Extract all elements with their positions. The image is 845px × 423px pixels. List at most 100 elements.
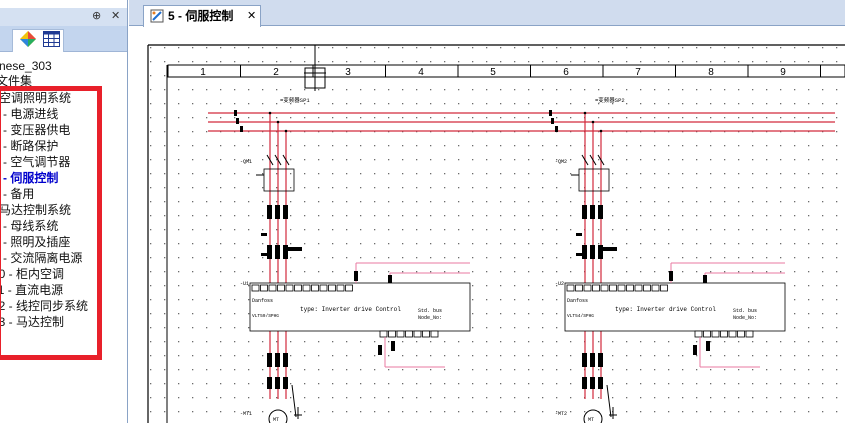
pin-icon[interactable]: ⊕ (92, 9, 102, 22)
vfd-terminal-bottom (728, 330, 737, 338)
vfd-model: VLT59/SPHG (252, 313, 279, 319)
vfd-terminal-bottom (430, 330, 439, 338)
schematic-page-icon (150, 9, 164, 23)
output-choke (598, 377, 603, 389)
gem-icon[interactable] (19, 30, 37, 48)
ruler-number: 7 (635, 67, 641, 78)
junction-dot (276, 120, 280, 124)
tree-item-page[interactable]: 11 - 直流电源 (0, 283, 64, 297)
tree-item-page[interactable]: 10 - 柜内空调 (0, 267, 65, 281)
ruler-dividers (240, 65, 821, 77)
output-choke (267, 353, 272, 367)
tab-servo-control[interactable]: 5 - 伺服控制 ✕ (143, 5, 261, 27)
bus-switch-mark (234, 110, 237, 116)
motor-tag: -MT2 (555, 411, 567, 417)
tree-item-project[interactable]: nese_303 (0, 59, 52, 73)
breaker-contact (282, 154, 290, 166)
ruler-number: 6 (563, 67, 569, 78)
crosshair-cursor (304, 45, 326, 91)
vfd-brand: Danfoss (252, 298, 273, 304)
tab-close-icon[interactable]: ✕ (247, 10, 257, 22)
tree-item-fileset[interactable]: 文件集 (0, 74, 33, 88)
document-tab-strip: 5 - 伺服控制 ✕ (129, 0, 845, 27)
tree-item-page[interactable]: 13 - 马达控制 (0, 315, 65, 329)
grid-icon[interactable] (43, 31, 60, 47)
aux-mark (288, 247, 302, 251)
highlight-box (0, 86, 102, 360)
tree-item-page[interactable]: 12 - 线控同步系统 (0, 299, 89, 313)
tree-item-page[interactable]: 7 - 母线系统 (0, 219, 59, 233)
junction-dot (591, 120, 595, 124)
ruler-number: 2 (273, 67, 279, 78)
circuit-tag: =变频器SP1 (280, 96, 310, 104)
tree-item-page-selected[interactable]: 5 - 伺服控制 (0, 171, 59, 185)
tree-item-page[interactable]: 6 - 备用 (0, 187, 35, 201)
ruler-number: 4 (418, 67, 424, 78)
project-panel: ⊕ ✕ nese_303 文件集 空调照明系统 1 - 电源进线 2 - 变压器… (0, 0, 128, 423)
vfd-brand: Danfoss (567, 298, 588, 304)
vfd-node-text: Node_No: (733, 315, 757, 321)
tree-item-page[interactable]: 9 - 交流隔离电源 (0, 251, 83, 265)
control-mark (391, 341, 395, 351)
aux-mark (576, 233, 582, 236)
vfd-bus-text: Std. bus (733, 308, 757, 314)
filter-block (267, 245, 272, 259)
junction-dot (583, 111, 587, 115)
contactor-block (598, 205, 603, 219)
contactor-block (590, 205, 595, 219)
ruler-number: 9 (780, 67, 786, 78)
control-mark (378, 345, 382, 355)
vfd-terminal (600, 284, 609, 292)
output-choke (283, 353, 288, 367)
tree-item-group[interactable]: 马达控制系统 (0, 203, 72, 217)
vfd-terminal (634, 284, 643, 292)
vfd-terminal (251, 284, 260, 292)
control-mark (354, 271, 358, 281)
junction-dot (284, 129, 288, 133)
ruler-number: 5 (490, 67, 496, 78)
aux-mark (603, 247, 617, 251)
tree-item-page[interactable]: 4 - 空气调节器 (0, 155, 71, 169)
aux-mark (576, 253, 582, 256)
bus-switch-mark (236, 118, 239, 124)
junction-dot (268, 111, 272, 115)
tree-item-page[interactable]: 1 - 电源进线 (0, 107, 59, 121)
vfd-terminal (626, 284, 634, 292)
tree-item-group[interactable]: 空调照明系统 (0, 91, 72, 105)
motor-tag: -MT1 (240, 411, 252, 417)
vfd-terminal-bottom (720, 330, 728, 338)
breaker-contact (274, 154, 282, 166)
contactor-block (582, 205, 587, 219)
breaker-tag: -QM1 (240, 159, 252, 165)
panel-close-icon[interactable]: ✕ (111, 9, 121, 22)
vfd-terminal-bottom (745, 330, 754, 338)
vfd-terminal-bottom (703, 330, 711, 338)
vfd-model: VLT54/SPHG (567, 313, 594, 319)
vfd-terminal (285, 284, 294, 292)
vfd-terminal (345, 284, 353, 292)
schematic-canvas[interactable]: 1 2 3 4 5 6 7 8 9 =变频器SP1-QM1-U1DanfossV… (130, 27, 845, 423)
contactor-block (283, 205, 288, 219)
vfd-type-text: type: Inverter drive Control (300, 306, 401, 313)
motor-lead (291, 384, 297, 418)
tree-item-page[interactable]: 3 - 断路保护 (0, 139, 59, 153)
filter-block (283, 245, 288, 259)
vfd-terminal (311, 284, 319, 292)
vfd-terminal (260, 284, 268, 292)
ruler-labels: 1 2 3 4 5 6 7 8 9 (200, 67, 786, 78)
motor-label: MT (588, 417, 594, 423)
output-choke (590, 377, 595, 389)
ruler-number: 3 (345, 67, 351, 78)
tree-item-page[interactable]: 2 - 变压器供电 (0, 123, 71, 137)
tree-item-page[interactable]: 8 - 照明及插座 (0, 235, 71, 249)
contactor-block (275, 205, 280, 219)
vfd-terminal (575, 284, 583, 292)
vfd-terminal (336, 284, 345, 292)
output-choke (582, 377, 587, 389)
vfd-terminal (302, 284, 311, 292)
aux-mark (261, 253, 267, 256)
junction-dot (599, 129, 603, 133)
vfd-terminal (617, 284, 626, 292)
